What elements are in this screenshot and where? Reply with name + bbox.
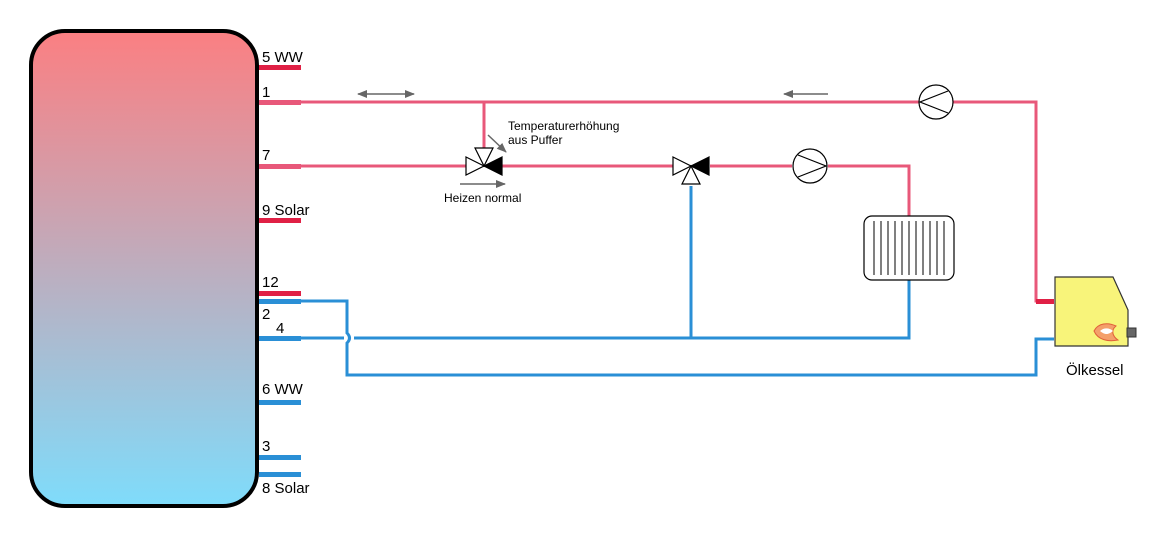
port-1-stub [259,100,301,105]
port-5-label: 5 WW [262,49,304,66]
port-7-label: 7 [262,147,270,164]
buffer-tank [29,29,259,508]
oil-boiler-icon [1054,276,1137,347]
port-4-stub [259,336,301,341]
heizen-normal-note: Heizen normal [444,191,521,205]
port-2-stub [259,299,301,304]
port-9-stub [259,218,301,223]
tank-ports [259,65,301,477]
pump-icon [918,84,954,120]
temp-raise-arrow [487,134,507,153]
port-3-label: 3 [262,438,270,455]
port-12-label: 12 [262,274,279,291]
port-7-stub [259,164,301,169]
pump-icon [792,148,828,184]
port-labels: 5 WW 1 7 9 Solar 12 2 4 6 WW 3 8 Solar [262,49,310,497]
return-pipe-4 [301,280,911,340]
flow-arrows [357,90,828,188]
port-12-stub [259,291,301,296]
boiler-label: Ölkessel [1066,361,1124,379]
port-5-stub [259,65,301,70]
port-6-label: 6 WW [262,381,304,398]
temp-raise-note-line1: Temperaturerhöhung [508,119,619,133]
temp-raise-note-line2: aus Puffer [508,133,562,147]
port-9-label: 9 Solar [262,202,310,219]
radiator-icon [863,215,955,281]
flame-icon [1093,323,1120,342]
three-way-valve-icon [465,147,503,176]
port-6-stub [259,400,301,405]
port-8-label: 8 Solar [262,480,310,497]
boiler-supply-port [1036,299,1054,304]
port-8-stub [259,472,301,477]
port-3-stub [259,455,301,460]
port-4-label: 4 [276,320,284,337]
cold-pipes [301,186,1054,377]
pipe-pump-to-radiator [828,164,911,216]
port-1-label: 1 [262,84,270,101]
three-way-valve-icon [672,156,710,185]
port-2-label: 2 [262,306,270,323]
return-pipe-2 [301,299,1054,377]
